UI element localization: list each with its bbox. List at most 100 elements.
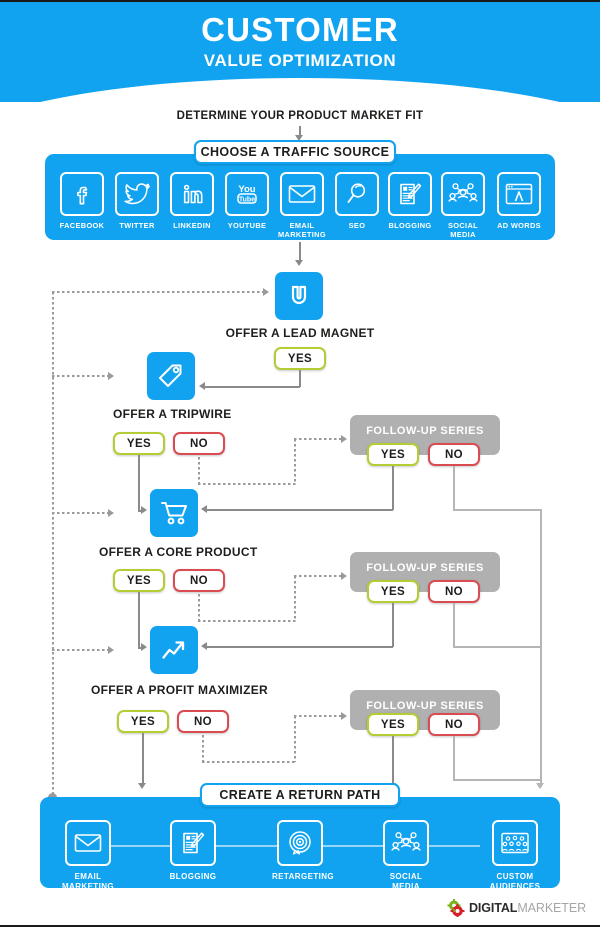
arrow-right-core-to-profit: [141, 643, 147, 651]
traffic-source-youtube[interactable]: You Tube YOUTUBE: [221, 172, 273, 230]
traffic-source-twitter[interactable]: TWITTER: [111, 172, 163, 230]
people-network-icon: [383, 820, 429, 866]
arrow-right-return-to-profit: [108, 646, 114, 654]
return-path-rail-vertical: [52, 292, 54, 800]
follow-up-1-no[interactable]: NO: [428, 443, 480, 466]
follow-up-series-1-label: FOLLOW-UP SERIES: [366, 425, 484, 437]
arrow-down-traffic-to-leadmagnet: [295, 260, 303, 266]
tripwire-yes[interactable]: YES: [113, 432, 165, 455]
svg-text:You: You: [238, 184, 255, 195]
return-path-retargeting[interactable]: RETARGETING: [272, 820, 334, 882]
dotted-profit-no-up: [294, 716, 296, 762]
follow-up-3-no[interactable]: NO: [428, 713, 480, 736]
connector-fu2-yes-down: [392, 603, 394, 647]
follow-up-2-no[interactable]: NO: [428, 580, 480, 603]
page-subtitle: VALUE OPTIMIZATION: [203, 51, 397, 70]
dotted-tripwire-no-to-followup: [294, 438, 342, 440]
youtube-icon: You Tube: [225, 172, 269, 216]
tripwire-icon-tile[interactable]: [147, 352, 195, 400]
connector-tripwire-yes-right: [138, 510, 144, 512]
traffic-source-label: EMAIL MARKETING: [278, 221, 326, 239]
arrow-down-right-rail-to-return: [536, 783, 544, 789]
core-product-yes[interactable]: YES: [113, 569, 165, 592]
arrow-right-return-to-tripwire: [108, 372, 114, 380]
dotted-core-no-up: [294, 576, 296, 621]
arrow-right-return-to-leadmagnet: [263, 288, 269, 296]
connector-tripwire-yes-vert: [138, 455, 140, 511]
core-product-icon-tile[interactable]: [150, 489, 198, 537]
arrow-down-fit-to-traffic: [295, 135, 303, 141]
return-path-custom-audiences[interactable]: CUSTOM AUDIENCES: [484, 820, 546, 892]
header-curve-decoration: [0, 78, 600, 102]
shopping-cart-icon: [160, 502, 187, 525]
traffic-source-label: YOUTUBE: [227, 221, 267, 230]
traffic-source-seo[interactable]: SEO: [334, 172, 380, 230]
connector-fu2-no-down: [453, 603, 455, 647]
choose-traffic-source-box[interactable]: CHOOSE A TRAFFIC SOURCE: [194, 140, 396, 164]
blog-pencil-icon: [170, 820, 216, 866]
return-path-social-media[interactable]: SOCIAL MEDIA: [378, 820, 434, 892]
connector-fu1-yes-left: [207, 509, 393, 511]
traffic-source-label: TWITTER: [119, 221, 155, 230]
audience-group-icon: [492, 820, 538, 866]
gears-icon: [446, 899, 468, 918]
tripwire-no[interactable]: NO: [173, 432, 225, 455]
digitalmarketer-logo: DIGITAL MARKETER: [446, 899, 586, 918]
envelope-icon: [65, 820, 111, 866]
traffic-source-ad-words[interactable]: AD WORDS: [492, 172, 546, 230]
core-product-no[interactable]: NO: [173, 569, 225, 592]
header-banner: CUSTOMER VALUE OPTIMIZATION: [0, 2, 600, 102]
traffic-source-label: FACEBOOK: [59, 221, 105, 230]
arrow-down-profit-to-return: [138, 783, 146, 789]
traffic-source-social-media[interactable]: SOCIAL MEDIA: [437, 172, 489, 239]
profit-maximizer-yes[interactable]: YES: [117, 710, 169, 733]
dotted-profit-no-right: [202, 761, 296, 763]
return-path-email-marketing[interactable]: EMAIL MARKETING: [60, 820, 116, 892]
step-title-tripwire: OFFER A TRIPWIRE: [113, 407, 232, 421]
arrow-left-fu2-to-profit: [201, 642, 207, 650]
people-network-icon: [441, 172, 485, 216]
page-title: CUSTOMER: [201, 11, 399, 48]
connector-fu3-no-right: [453, 779, 541, 781]
connector-leadmagnet-yes-down: [299, 370, 301, 387]
profit-maximizer-no[interactable]: NO: [177, 710, 229, 733]
profit-maximizer-icon-tile[interactable]: [150, 626, 198, 674]
connector-fu2-no-right: [453, 646, 541, 648]
traffic-source-facebook[interactable]: FACEBOOK: [56, 172, 108, 230]
target-icon: [277, 820, 323, 866]
traffic-source-label: SOCIAL MEDIA: [447, 221, 479, 239]
traffic-source-label: BLOGGING: [388, 221, 432, 230]
return-path-blogging[interactable]: BLOGGING: [165, 820, 221, 882]
dotted-core-no-to-followup: [294, 575, 342, 577]
linkedin-icon: [170, 172, 214, 216]
arrow-right-to-followup-3: [341, 712, 347, 720]
connector-traffic-to-leadmagnet: [299, 242, 301, 262]
follow-up-3-yes[interactable]: YES: [367, 713, 419, 736]
create-return-path-box[interactable]: CREATE A RETURN PATH: [200, 783, 400, 807]
dotted-profit-no-to-followup: [294, 715, 342, 717]
arrow-right-tripwire-to-core: [141, 506, 147, 514]
growth-chart-icon: [162, 641, 185, 659]
traffic-source-email-marketing[interactable]: EMAIL MARKETING: [274, 172, 330, 239]
price-tag-icon: [159, 364, 182, 387]
dotted-core-no-down: [198, 594, 200, 621]
lead-magnet-icon-tile[interactable]: [275, 272, 323, 320]
connector-fu2-yes-left: [207, 646, 393, 648]
return-path-label: BLOGGING: [169, 872, 217, 881]
return-branch-to-profit: [52, 649, 109, 651]
step-title-core-product: OFFER A CORE PRODUCT: [99, 545, 258, 559]
lead-magnet-yes[interactable]: YES: [274, 347, 326, 370]
follow-up-1-yes[interactable]: YES: [367, 443, 419, 466]
dotted-profit-no-down: [202, 735, 204, 762]
dotted-tripwire-no-down: [198, 457, 200, 484]
follow-up-series-3-label: FOLLOW-UP SERIES: [366, 700, 484, 712]
traffic-source-linkedin[interactable]: LINKEDIN: [166, 172, 218, 230]
return-path-label: SOCIAL MEDIA: [389, 872, 423, 891]
follow-up-2-yes[interactable]: YES: [367, 580, 419, 603]
arrow-right-to-followup-2: [341, 572, 347, 580]
return-branch-to-tripwire: [52, 375, 109, 377]
traffic-source-label: AD WORDS: [497, 221, 541, 230]
twitter-icon: [115, 172, 159, 216]
traffic-source-blogging[interactable]: BLOGGING: [382, 172, 438, 230]
